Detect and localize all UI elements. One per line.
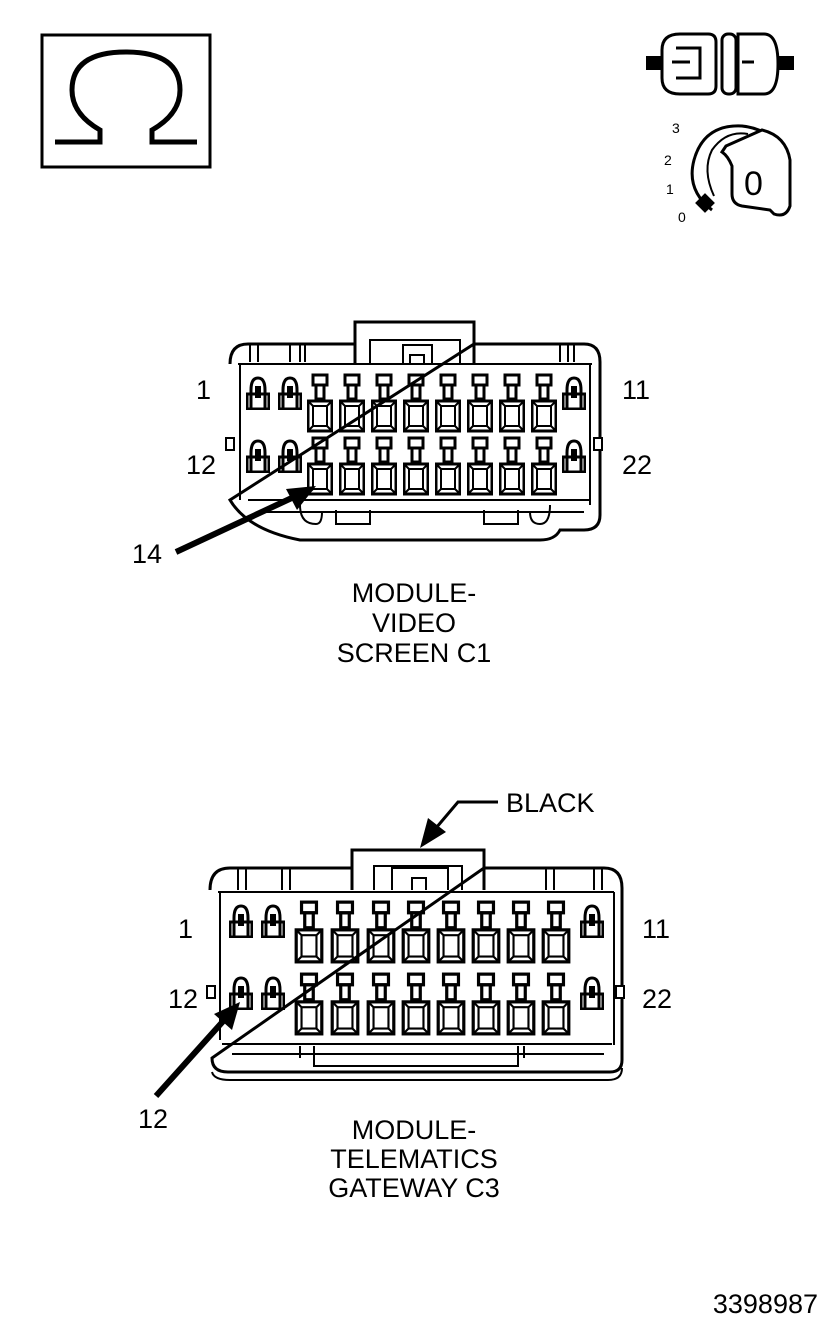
c3-pin-22-label: 22 (642, 984, 672, 1014)
c3-caption-line-1: MODULE- (352, 1115, 477, 1145)
c1-callout-pin: 14 (132, 539, 162, 569)
connector-c3 (153, 800, 625, 1099)
c3-callout-pin: 12 (138, 1104, 168, 1134)
figure-number: 3398987 (713, 1289, 818, 1319)
c3-pin-1-label: 1 (178, 914, 193, 944)
key-position-2: 2 (664, 152, 672, 168)
c3-black-callout: BLACK (506, 788, 595, 818)
c1-caption-line-3: SCREEN C1 (337, 638, 492, 668)
key-label: 0 (744, 165, 763, 203)
c1-caption-line-2: VIDEO (372, 608, 456, 638)
connector-c1 (174, 320, 603, 555)
c1-pin-22-label: 22 (622, 450, 652, 480)
c3-caption-line-2: TELEMATICS (330, 1144, 498, 1174)
disconnected-connector-icon (646, 32, 794, 96)
c3-pin-12-label: 12 (168, 984, 198, 1014)
ohmmeter-icon (40, 33, 212, 169)
key-position-0: 0 (678, 209, 686, 225)
c1-pin-11-label: 11 (622, 375, 650, 405)
c1-pin-1-label: 1 (196, 375, 211, 405)
c1-pin-12-label: 12 (186, 450, 216, 480)
c1-caption-line-1: MODULE- (352, 578, 477, 608)
c3-caption-line-3: GATEWAY C3 (328, 1173, 500, 1203)
ignition-key-icon: 3 2 1 0 0 (664, 120, 792, 225)
c3-pin-11-label: 11 (642, 914, 670, 944)
key-position-3: 3 (672, 120, 680, 136)
key-position-1: 1 (666, 181, 674, 197)
